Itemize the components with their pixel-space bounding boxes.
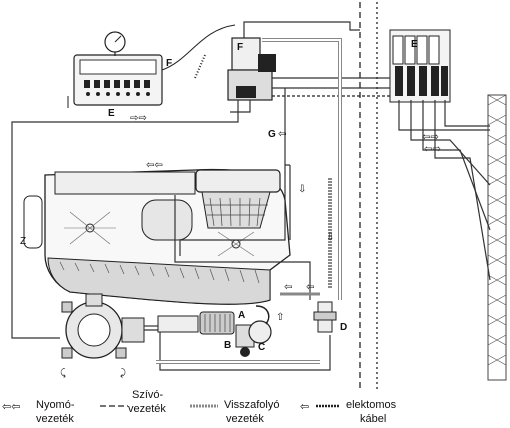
legend-label-line1: Nyomó- bbox=[36, 399, 75, 411]
label-f-panel: F bbox=[166, 58, 172, 69]
level-indicator: Z bbox=[20, 236, 26, 247]
agitation-line bbox=[179, 165, 286, 256]
flow-arrow: ⇩ bbox=[298, 184, 306, 195]
label-a: A bbox=[238, 310, 245, 321]
flow-arrow: ⇦ bbox=[306, 282, 314, 293]
flow-arrow: ⇧ bbox=[276, 312, 284, 323]
cable-arrow: ⇦ bbox=[300, 401, 309, 413]
boom-pipes bbox=[398, 100, 491, 281]
label-d: D bbox=[340, 322, 347, 333]
label-e-valves: E bbox=[411, 39, 418, 50]
legend-item-suction: Szívó- vezeték bbox=[100, 389, 166, 415]
suction-line bbox=[144, 329, 331, 371]
section-valves: E bbox=[389, 29, 451, 103]
pressure-symbol: ⇦⇦ bbox=[2, 401, 20, 413]
suction-filter: A bbox=[157, 310, 245, 335]
pump-arrow: ⤹ bbox=[59, 368, 66, 379]
legend: ⇦⇦ Nyomó- vezeték Szívó- vezeték Visszaf… bbox=[2, 389, 397, 425]
flow-arrow: ⇦⇨ bbox=[424, 144, 441, 155]
legend-item-return: Visszafolyó vezeték bbox=[190, 399, 279, 425]
pressure-gauge bbox=[104, 31, 126, 56]
selector-valve: C bbox=[248, 305, 272, 353]
tank-pipe bbox=[174, 195, 311, 300]
legend-item-cable: ⇦ elektomos kábel bbox=[300, 399, 397, 425]
legend-label-line2: vezeték bbox=[128, 403, 166, 415]
label-c: C bbox=[258, 342, 265, 353]
return-valve: D bbox=[313, 301, 347, 333]
label-b: B bbox=[224, 340, 231, 351]
regulator-valve: F bbox=[227, 37, 276, 101]
cable bbox=[161, 24, 236, 71]
filler-basket bbox=[141, 169, 281, 241]
legend-label-line1: Visszafolyó bbox=[224, 399, 279, 411]
legend-label-line1: elektomos bbox=[346, 399, 397, 411]
cable bbox=[194, 54, 206, 79]
pressure-line bbox=[11, 100, 239, 339]
legend-label-line1: Szívó- bbox=[132, 389, 164, 401]
flow-arrow: ⇦⇨ bbox=[422, 132, 439, 143]
legend-label-line2: vezeték bbox=[226, 413, 264, 425]
flow-arrow: ⇩ bbox=[326, 232, 334, 243]
return-line bbox=[262, 39, 341, 300]
flow-arrow: ⇦ bbox=[284, 282, 292, 293]
flow-arrow: ⇦ bbox=[278, 129, 286, 140]
control-box: E F bbox=[73, 54, 172, 119]
legend-label-line2: kábel bbox=[360, 413, 386, 425]
label-f-valve: F bbox=[237, 42, 243, 53]
flow-arrow: ⇨⇨ bbox=[130, 113, 147, 124]
legend-label-line2: vezeték bbox=[36, 413, 74, 425]
legend-item-pressure: ⇦⇦ Nyomó- vezeték bbox=[2, 399, 75, 425]
label-g: G bbox=[268, 129, 276, 140]
cab-separator bbox=[359, 2, 378, 392]
label-e-panel: E bbox=[108, 108, 115, 119]
pump: ⤹ ⤸ bbox=[59, 293, 145, 379]
flow-arrow: ⇦⇦ bbox=[146, 160, 163, 171]
pipes-top bbox=[230, 21, 390, 166]
pump-arrow: ⤸ bbox=[120, 368, 127, 379]
boom-section bbox=[487, 94, 507, 381]
